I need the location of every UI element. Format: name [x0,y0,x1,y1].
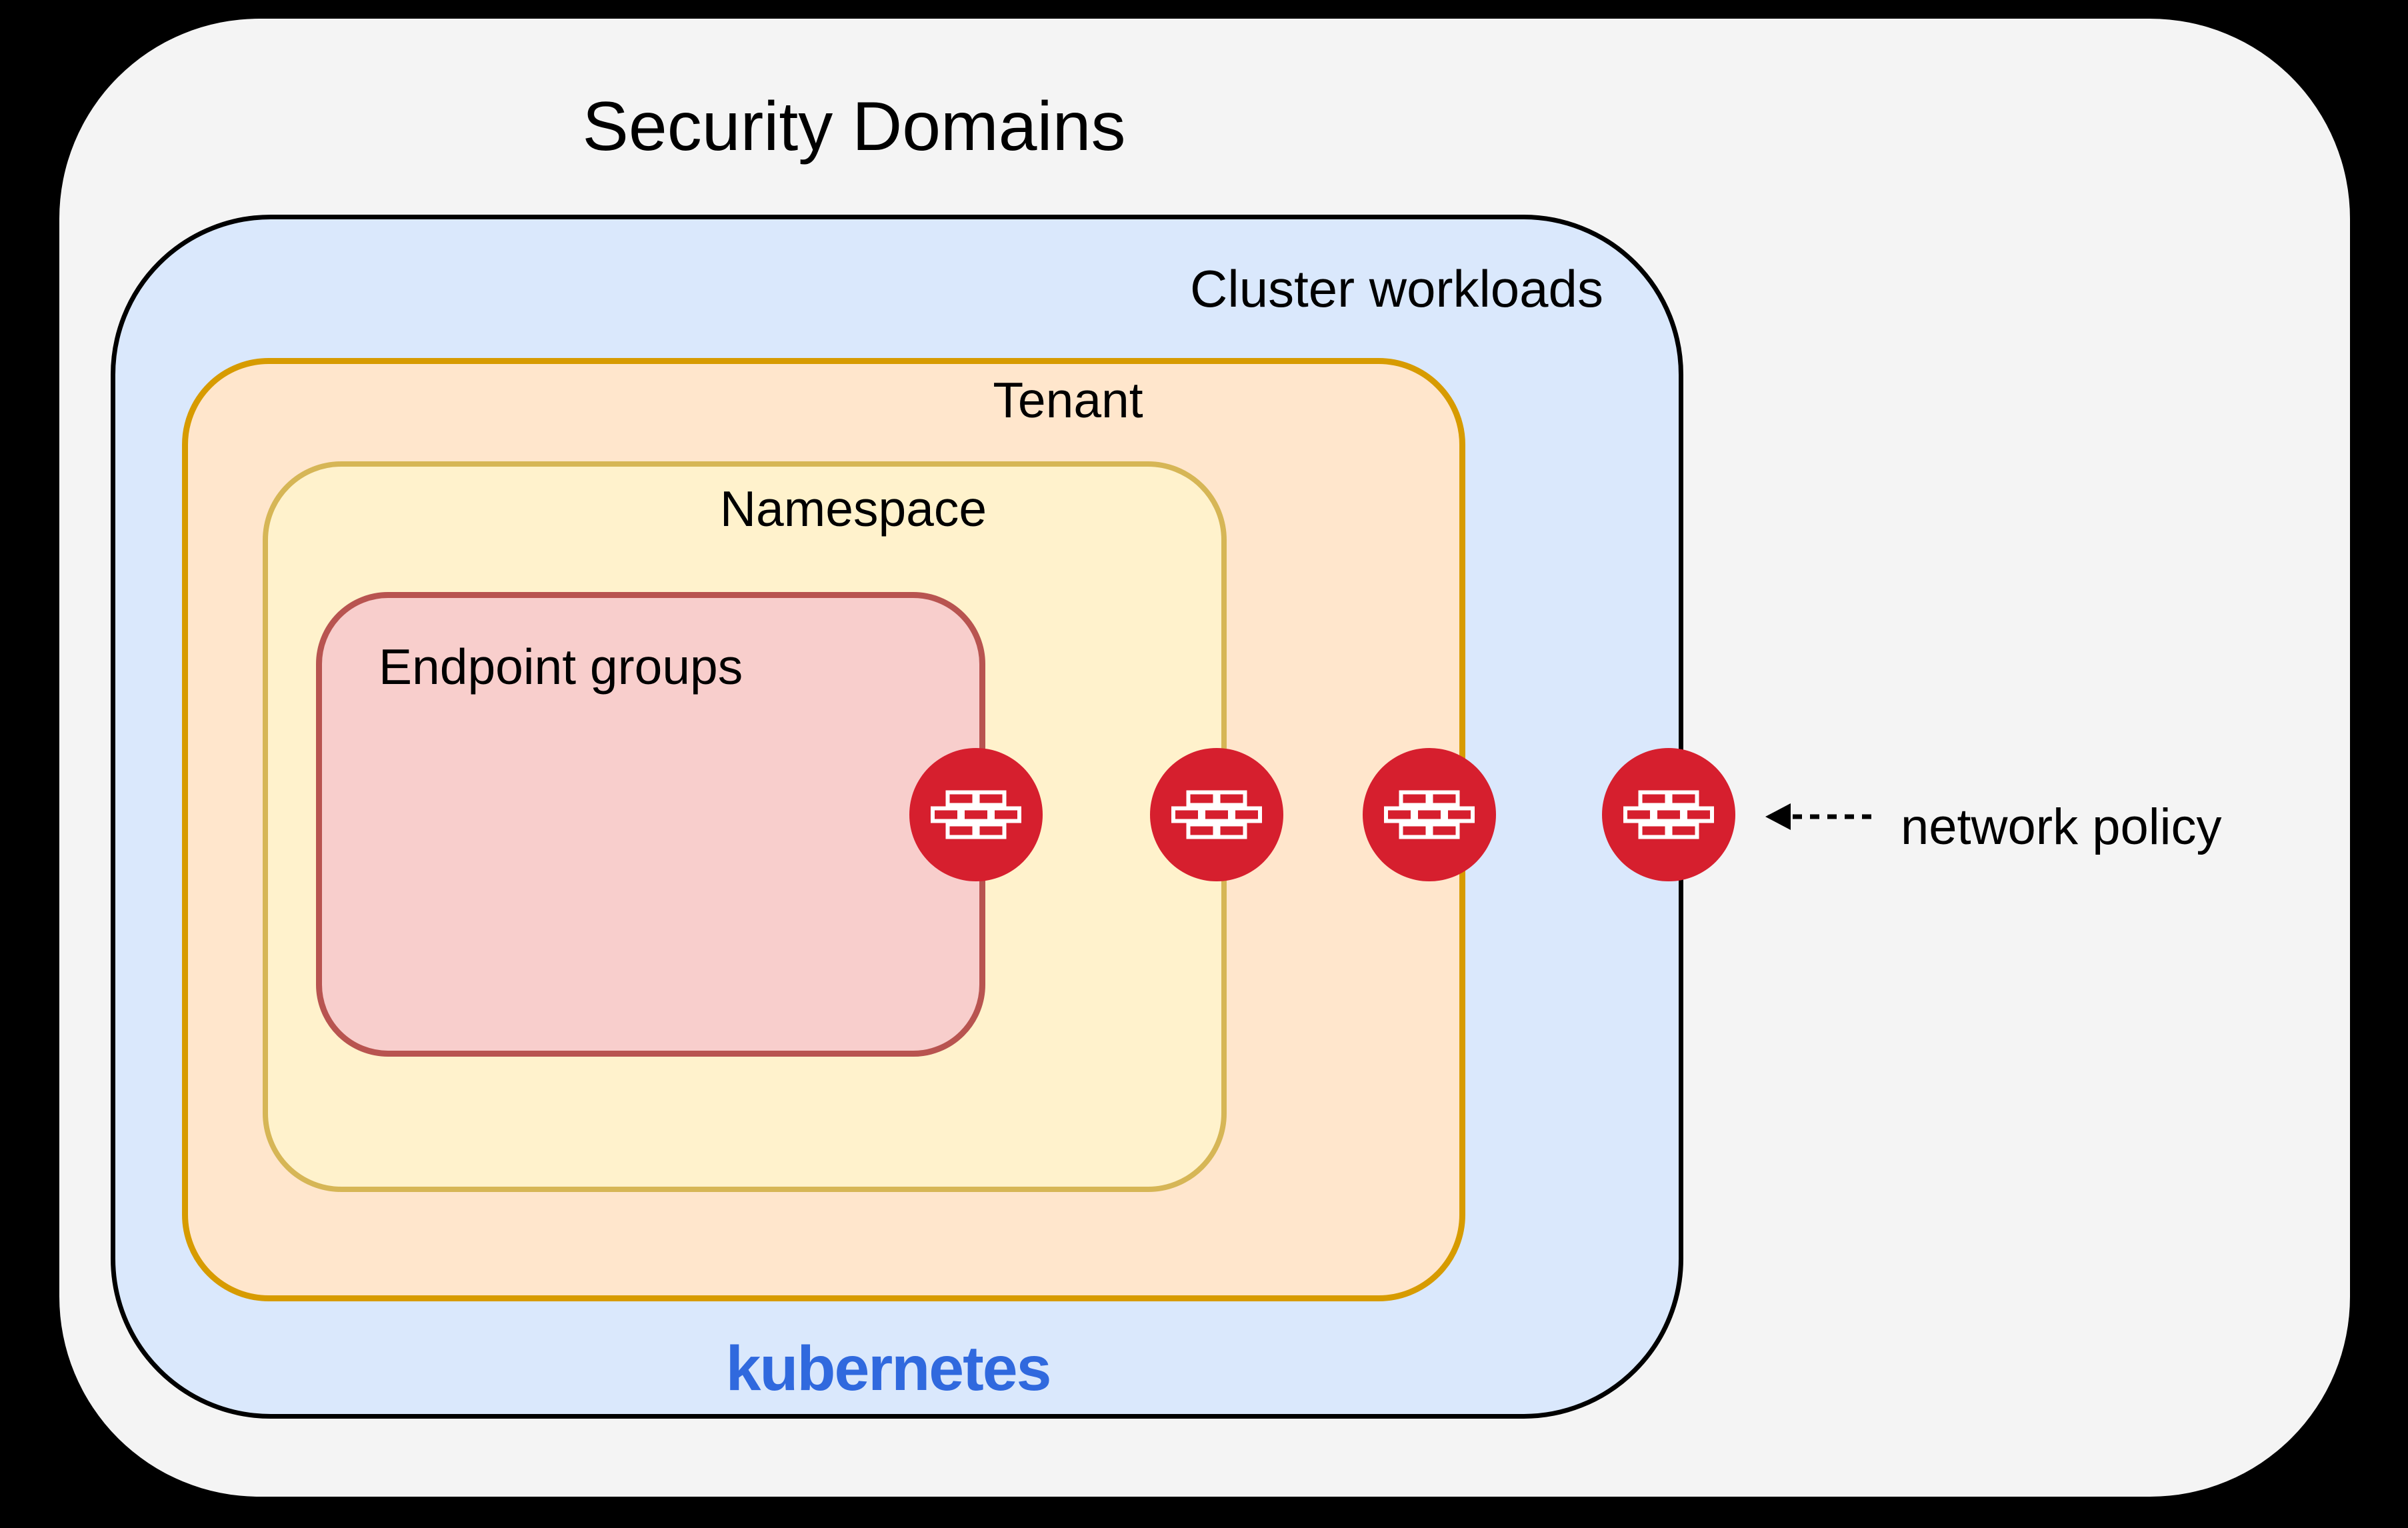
firewall-icon [1602,748,1735,881]
page-title: Security Domains [582,88,1126,165]
cluster-workloads-label: Cluster workloads [1190,259,1603,318]
network-policy-label: network policy [1901,799,2222,855]
dashed-arrow-left-icon [1765,803,1875,830]
tenant-label: Tenant [993,372,1143,428]
endpoint-groups-box [316,592,985,1057]
firewall-brick-icon [931,790,1021,839]
firewall-brick-icon [1384,790,1475,839]
firewall-brick-icon [1171,790,1262,839]
firewall-icon [1363,748,1496,881]
firewall-icon [1150,748,1283,881]
firewall-icon [909,748,1043,881]
firewall-brick-icon [1623,790,1714,839]
endpoint-groups-label: Endpoint groups [379,639,743,695]
kubernetes-wordmark: kubernetes [725,1333,1052,1404]
namespace-label: Namespace [719,481,987,537]
